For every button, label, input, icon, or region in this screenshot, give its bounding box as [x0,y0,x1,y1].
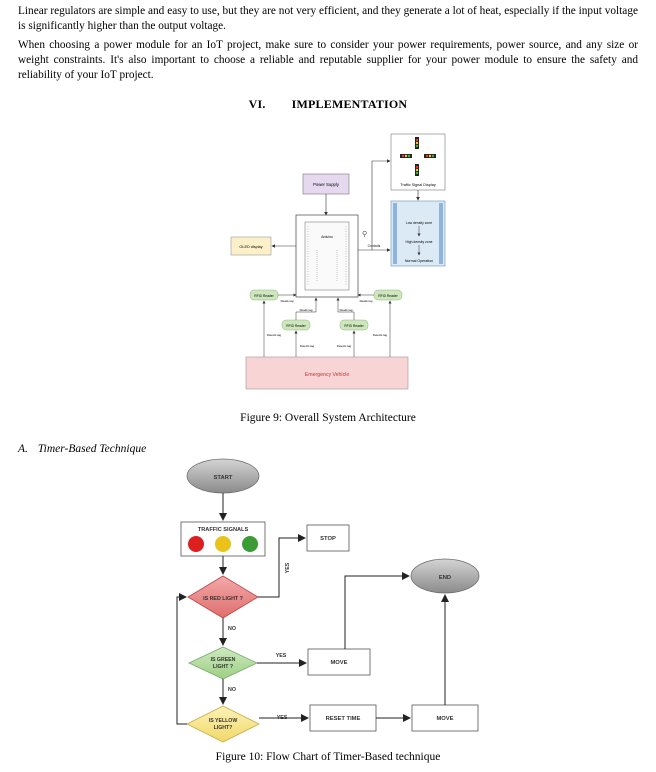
is-yellow-label-2: LIGHT? [214,725,233,731]
emergency-vehicle-box [245,356,409,390]
end-node [410,558,480,594]
is-yellow-label-1: IS YELLOW [209,718,238,724]
detects-tag-label-2: Detects tag [300,344,315,348]
svg-text:RFID Reader: RFID Reader [286,324,306,328]
traffic-display-label: Traffic Signal Display [400,183,436,187]
system-architecture-diagram: Power Supply Arduino ⚲ Traffic Signal Di… [230,133,446,390]
low-density-label: Low density zone [406,221,432,225]
section-number: VI. [248,97,266,111]
emergency-vehicle-label: Emergency Vehicle [305,372,350,378]
is-green-decision [188,646,258,680]
is-red-label: IS RED LIGHT ? [203,596,243,602]
usb-icon: ⚲ [362,231,367,238]
subsection-letter: A. [18,443,28,455]
is-green-label-2: LIGHT ? [213,664,233,670]
stop-box [306,524,350,552]
reads-tag-label-1: Reads tag [281,299,294,303]
rfid-reader-mid-right: RFID Reader [339,319,369,331]
reads-tag-label-3: Reads tag [340,308,353,312]
rfid-reader-right: RFID Reader [373,289,403,301]
timer-flowchart: START TRAFFIC SIGNALS STOP IS RED LIGHT … [176,458,480,743]
yes-label-green: YES [276,653,287,659]
traffic-signals-label: TRAFFIC SIGNALS [198,527,249,533]
yes-label-red: YES [285,562,291,573]
power-supply-label: Power Supply [313,182,340,187]
red-light-icon [188,536,204,552]
rfid-reader-mid-left: RFID Reader [281,319,311,331]
figure10-caption: Figure 10: Flow Chart of Timer-Based tec… [215,751,441,763]
reset-time-label: RESET TIME [326,716,361,722]
move-label-1: MOVE [330,660,347,666]
stop-label: STOP [320,536,336,542]
arduino-label: Arduino [321,235,333,239]
end-label: END [439,575,451,581]
detects-tag-label-3: Detects tag [337,344,352,348]
section-heading: VI. IMPLEMENTATION [0,97,656,112]
move-box-2 [411,704,479,732]
oled-display-box [230,236,272,256]
reads-tag-label-4: Reads tag [360,299,373,303]
paragraph-linear-regulators: Linear regulators are simple and easy to… [18,5,638,33]
svg-text:RFID Reader: RFID Reader [254,294,274,298]
move-box-1 [307,648,371,676]
reads-tag-label-2: Reads tag [300,308,313,312]
svg-text:RFID Reader: RFID Reader [344,324,364,328]
no-label-green: NO [228,687,236,693]
density-zones-box [390,200,446,267]
subsection-title: Timer-Based Technique [37,443,147,455]
section-title: IMPLEMENTATION [291,97,408,111]
detects-tag-label-1: Detects tag [267,333,282,337]
figure9-caption: Figure 9: Overall System Architecture [240,412,416,424]
is-yellow-decision [186,705,260,743]
paragraph-power-module: When choosing a power module for an IoT … [18,39,638,82]
yellow-light-icon [215,536,231,552]
controls-label: Controls [368,244,381,248]
is-green-label-1: IS GREEN [211,657,236,663]
rfid-reader-left: RFID Reader [249,289,279,301]
move-label-2: MOVE [436,716,453,722]
green-light-icon [242,536,258,552]
detects-tag-label-4: Detects tag [373,333,388,337]
subsection-heading: A. Timer-Based Technique [18,443,146,455]
yes-label-yellow: YES [277,715,288,721]
normal-operation-label: Normal Operation [405,259,433,263]
traffic-light-icon [400,137,436,176]
high-density-label: High density zone [406,240,433,244]
no-label-red: NO [228,626,236,632]
oled-display-label: OLED display [239,245,262,249]
svg-text:RFID Reader: RFID Reader [378,294,398,298]
start-label: START [214,475,233,481]
